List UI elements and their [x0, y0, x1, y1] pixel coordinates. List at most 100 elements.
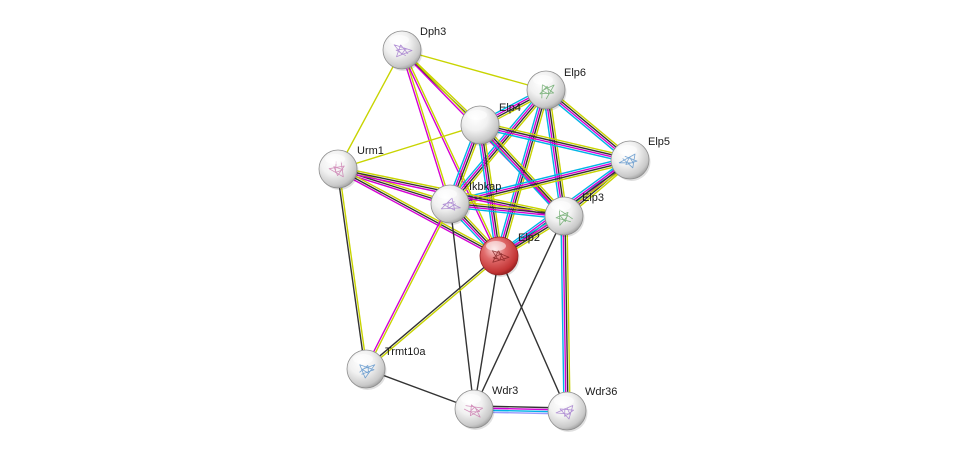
- node-elp4[interactable]: Elp4: [460, 102, 521, 146]
- edge-elp4-elp3[interactable]: [477, 122, 567, 219]
- edge-evidence-coexpression: [564, 215, 569, 412]
- edge-dph3-elp2[interactable]: [400, 48, 501, 258]
- node-highlight: [486, 241, 506, 251]
- node-elp5[interactable]: Elp5: [610, 136, 670, 181]
- edge-elp2-wdr3[interactable]: [473, 255, 500, 410]
- edge-evidence-coexpression: [498, 255, 568, 412]
- protein-structure-icon: [618, 153, 638, 169]
- protein-structure-icon: [328, 161, 345, 178]
- edge-evidence-textmining: [338, 168, 368, 370]
- edge-elp3-wdr36[interactable]: [560, 215, 571, 412]
- node-label: Urm1: [357, 145, 384, 157]
- edge-evidence-coexpression: [336, 168, 366, 370]
- edge-evidence-experiments: [400, 49, 499, 258]
- node-label: Elp5: [648, 136, 670, 148]
- edge-evidence-databases: [477, 126, 563, 219]
- node-urm1[interactable]: Urm1: [318, 145, 384, 190]
- edge-evidence-textmining: [479, 121, 632, 158]
- node-highlight: [437, 189, 457, 199]
- node-elp2[interactable]: Elp2: [479, 232, 540, 277]
- edge-dph3-ikbkap[interactable]: [400, 49, 452, 206]
- edge-evidence-experiments: [562, 215, 567, 412]
- node-highlight: [554, 396, 574, 406]
- protein-structure-icon: [463, 404, 484, 418]
- edge-evidence-textmining: [338, 166, 501, 255]
- node-wdr3[interactable]: Wdr3: [454, 385, 518, 430]
- protein-structure-icon: [555, 209, 573, 226]
- edge-elp6-elp3[interactable]: [542, 88, 568, 218]
- node-elp6[interactable]: Elp6: [526, 67, 586, 111]
- node-elp3[interactable]: Elp3: [544, 192, 604, 237]
- edge-evidence-coexpression: [479, 123, 631, 160]
- edge-evidence-textmining: [566, 215, 571, 412]
- edge-elp3-wdr3[interactable]: [473, 215, 565, 410]
- edge-evidence-coexpression: [337, 168, 500, 257]
- node-wdr36[interactable]: Wdr36: [547, 386, 617, 432]
- edge-elp4-urm1[interactable]: [337, 124, 481, 170]
- node-dph3[interactable]: Dph3: [382, 26, 446, 71]
- node-label: Elp4: [499, 102, 521, 114]
- edge-dph3-urm1[interactable]: [337, 49, 403, 170]
- edge-urm1-elp2[interactable]: [336, 166, 501, 259]
- node-highlight: [325, 154, 345, 164]
- edge-elp2-wdr36[interactable]: [498, 255, 568, 412]
- edge-evidence-experiments: [364, 202, 450, 370]
- edge-elp2-trmt10a[interactable]: [364, 254, 501, 371]
- edge-evidence-textmining: [548, 88, 568, 217]
- edge-elp4-elp5[interactable]: [478, 121, 632, 164]
- node-label: Dph3: [420, 26, 446, 38]
- edge-evidence-experiments: [448, 88, 546, 205]
- node-highlight: [467, 110, 487, 120]
- node-trmt10a[interactable]: Trmt10a: [346, 346, 426, 390]
- node-label: Ikbkap: [469, 181, 501, 193]
- edge-evidence-databases: [447, 87, 545, 203]
- edge-evidence-experiments: [497, 89, 546, 257]
- edge-evidence-coexpression: [449, 160, 631, 206]
- edge-evidence-textmining: [337, 124, 481, 170]
- edge-evidence-databases: [542, 89, 562, 218]
- node-highlight: [617, 145, 637, 155]
- node-highlight: [551, 201, 571, 211]
- node-label: Elp2: [518, 232, 540, 244]
- node-highlight: [353, 354, 373, 364]
- edge-evidence-textmining: [366, 203, 452, 371]
- node-label: Elp6: [564, 67, 586, 79]
- edge-evidence-textmining: [481, 122, 567, 215]
- edge-evidence-textmining: [365, 256, 501, 371]
- node-label: Wdr3: [492, 385, 518, 397]
- edge-ikbkap-trmt10a[interactable]: [364, 202, 452, 371]
- edge-evidence-databases: [448, 156, 630, 202]
- edge-evidence-coexpression: [449, 203, 475, 410]
- edge-evidence-experiments: [336, 170, 499, 259]
- node-label: Trmt10a: [385, 346, 426, 358]
- protein-structure-icon: [555, 405, 574, 420]
- edge-evidence-coexpression: [546, 89, 566, 217]
- edge-urm1-trmt10a[interactable]: [336, 168, 368, 370]
- edge-dph3-elp6[interactable]: [401, 49, 547, 91]
- nodes-layer: Dph3Elp6Elp4Elp5Urm1IkbkapElp3Elp2Trmt10…: [318, 26, 670, 432]
- edge-evidence-experiments: [544, 89, 564, 217]
- protein-structure-icon: [440, 197, 461, 211]
- edge-evidence-textmining: [402, 49, 452, 205]
- edge-evidence-textmining: [337, 49, 403, 170]
- edge-evidence-coexpression: [473, 215, 565, 410]
- protein-structure-icon: [359, 364, 376, 379]
- node-highlight: [389, 35, 409, 45]
- edge-evidence-coexpression: [480, 123, 566, 217]
- edge-evidence-databases: [560, 215, 565, 412]
- edge-evidence-textmining: [402, 48, 501, 257]
- edge-evidence-experiments: [479, 125, 631, 162]
- edge-evidence-coexpression: [364, 254, 500, 369]
- edge-evidence-databases: [476, 124, 497, 258]
- edge-evidence-experiments: [449, 158, 631, 204]
- protein-structure-icon: [539, 84, 555, 100]
- edge-evidence-databases: [478, 127, 631, 164]
- protein-structure-icon: [393, 44, 413, 58]
- node-label: Elp3: [582, 192, 604, 204]
- node-ikbkap[interactable]: Ikbkap: [430, 181, 501, 225]
- edge-evidence-textmining: [450, 162, 632, 208]
- edge-elp5-ikbkap[interactable]: [448, 156, 632, 208]
- edge-evidence-experiments: [478, 124, 564, 218]
- edge-ikbkap-wdr3[interactable]: [449, 203, 475, 410]
- edge-evidence-experiments: [478, 124, 499, 257]
